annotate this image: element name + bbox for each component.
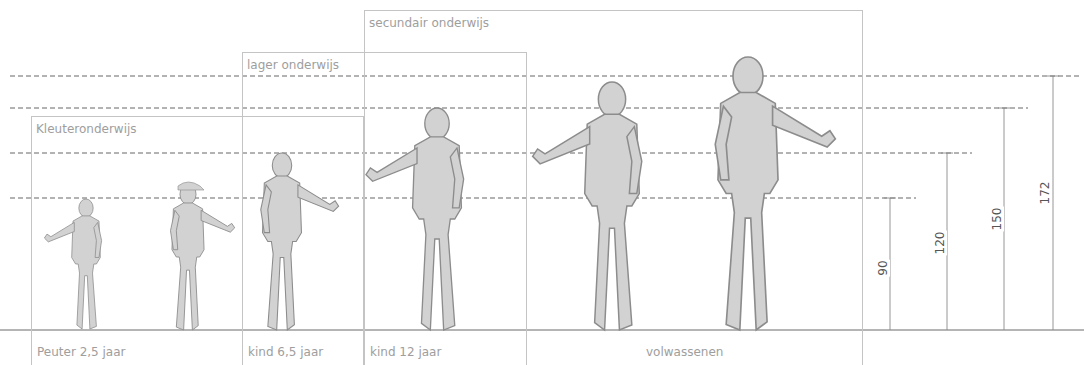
dimension-value: 150: [990, 207, 1004, 232]
dimension-value: 120: [933, 231, 947, 256]
age-label: volwassenen: [646, 345, 723, 359]
school-level-box: Kleuteronderwijs: [31, 116, 364, 365]
school-level-box: secundair onderwijs: [364, 10, 863, 365]
dimension-value: 172: [1038, 181, 1052, 206]
dimension-value: 90: [876, 259, 890, 276]
age-label: Peuter 2,5 jaar: [37, 345, 126, 359]
school-level-box: lager onderwijs: [242, 52, 527, 365]
age-label: kind 12 jaar: [370, 345, 441, 359]
level-heading: secundair onderwijs: [369, 16, 489, 30]
level-heading: lager onderwijs: [247, 58, 339, 72]
age-label: kind 6,5 jaar: [248, 345, 323, 359]
level-heading: Kleuteronderwijs: [36, 122, 137, 136]
